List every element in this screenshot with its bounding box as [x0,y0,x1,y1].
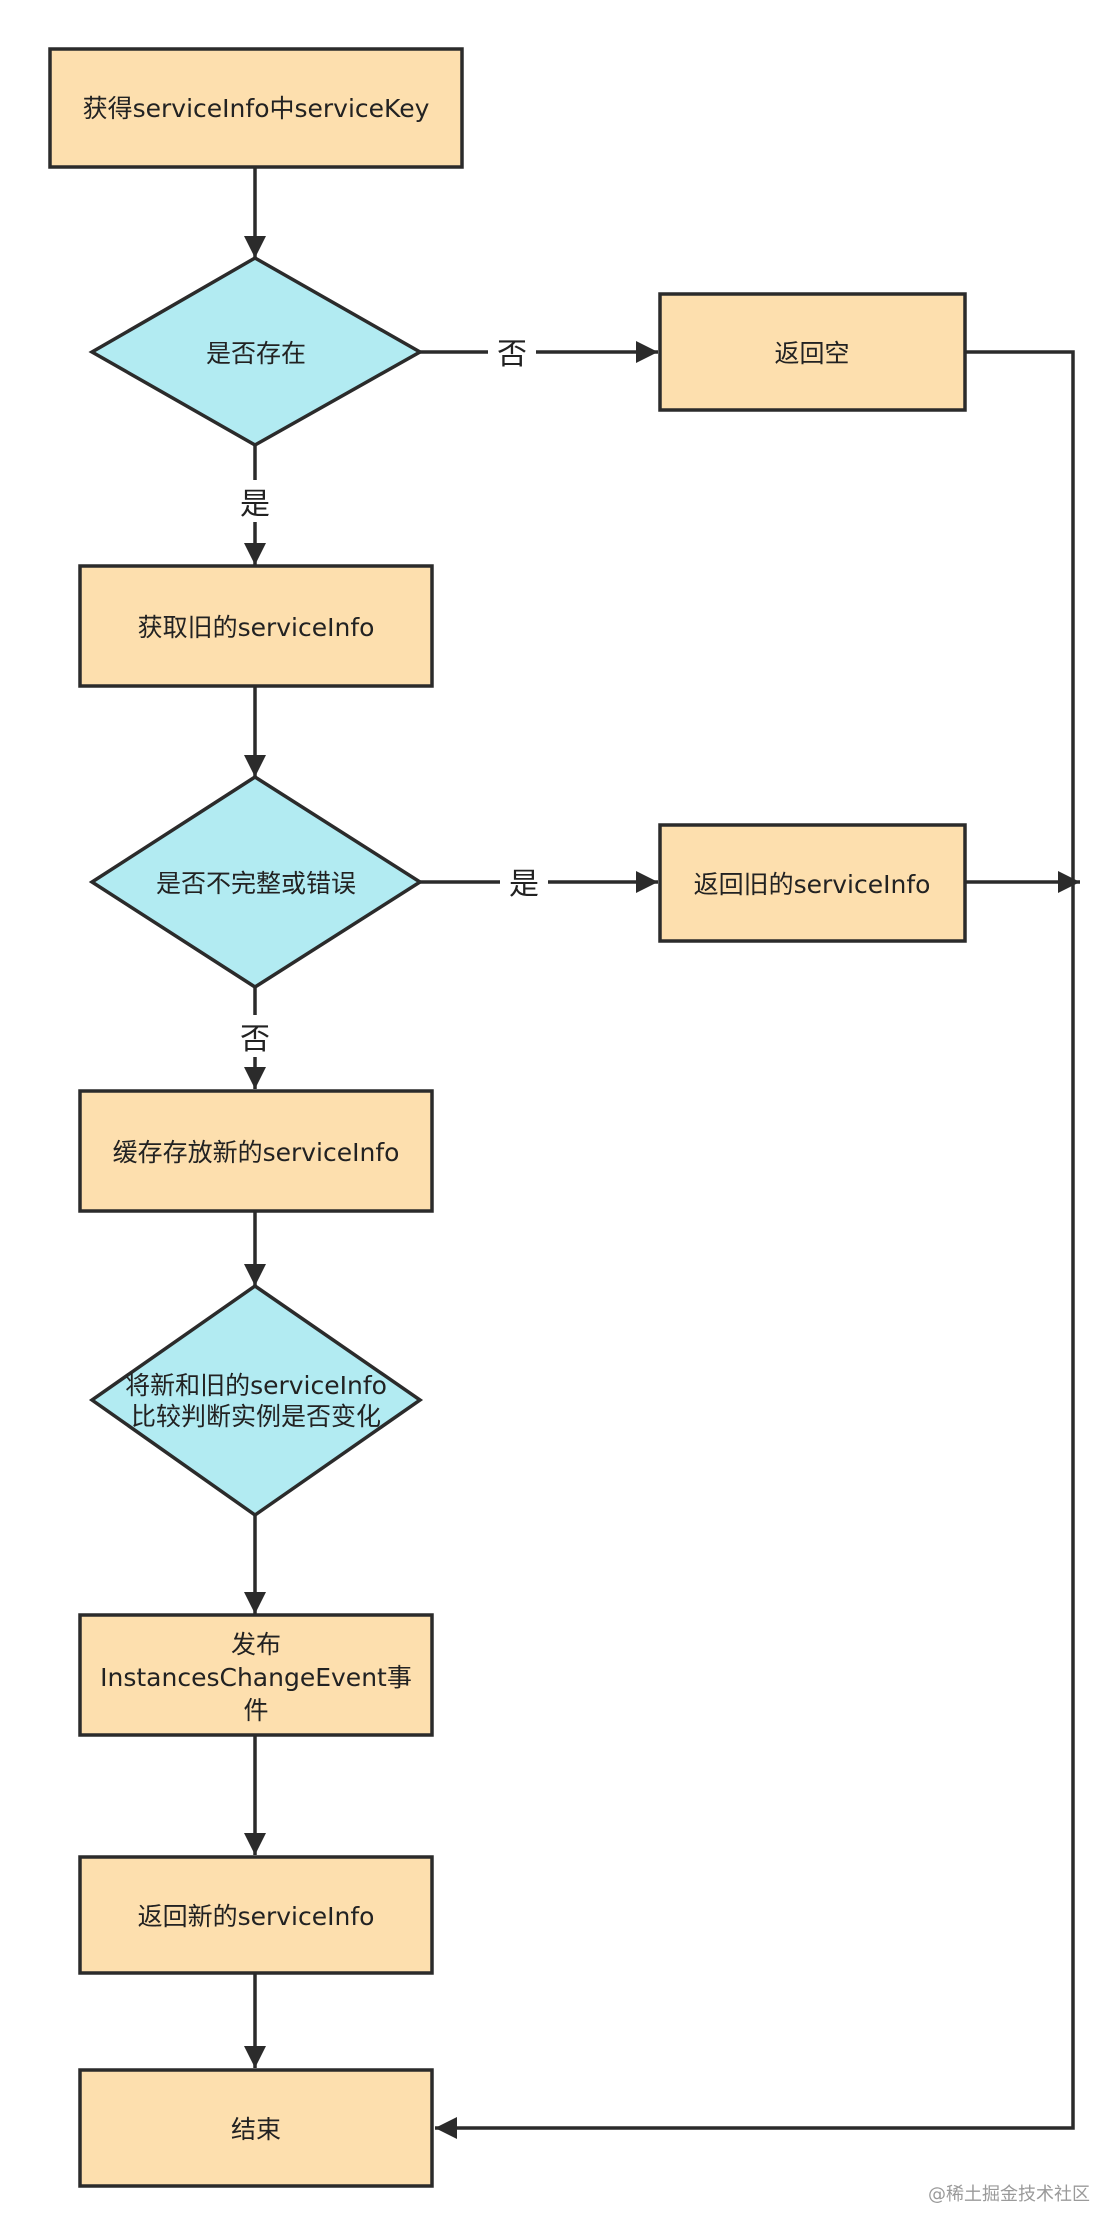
edge-label-incomplete-no: 否 [240,1022,270,1057]
process-box [78,564,434,688]
node-label: 返回新的serviceInfo [138,1902,375,1931]
node-end: 结束 [78,2068,434,2188]
watermark: @稀土掘金技术社区 [928,2184,1090,2205]
process-box [658,292,967,412]
node-label-line-2: InstancesChangeEvent事 [100,1663,412,1692]
node-get-service-key: 获得serviceInfo中serviceKey [48,47,464,169]
node-label: 获取旧的serviceInfo [138,613,375,642]
node-label: 获得serviceInfo中serviceKey [83,94,430,123]
node-return-old-service-info: 返回旧的serviceInfo [658,823,967,943]
node-return-empty: 返回空 [658,292,967,412]
decision-diamond [88,774,424,990]
node-label-line-2: 比较判断实例是否变化 [131,1402,381,1431]
node-label-line-1: 发布 [231,1630,281,1659]
process-box [658,823,967,943]
process-box [78,2068,434,2188]
node-label: 缓存存放新的serviceInfo [113,1138,400,1167]
node-label: 是否存在 [206,339,306,368]
process-box [78,1613,434,1737]
node-label: 返回旧的serviceInfo [694,870,931,899]
node-label-line-1: 将新和旧的serviceInfo [125,1371,387,1400]
decision-diamond [88,255,424,448]
node-label-line-3: 件 [243,1696,268,1725]
node-label: 返回空 [774,339,849,368]
decision-diamond [88,1283,424,1518]
node-exists-check: 是否存在 [88,255,424,448]
process-box [78,1855,434,1975]
edge-label-exists-yes: 是 [240,487,270,522]
edge-label-exists-no: 否 [497,337,527,372]
edge-label-incomplete-yes: 是 [509,867,539,902]
process-box [48,47,464,169]
edge-return-empty-to-end [435,350,1075,2139]
process-box [78,1089,434,1213]
node-label: 结束 [231,2115,281,2144]
node-publish-event: 发布 InstancesChangeEvent事 件 [78,1613,434,1737]
nodes: 获得serviceInfo中serviceKey 是否存在 返回空 获取旧的se… [48,47,967,2188]
node-cache-new-service-info: 缓存存放新的serviceInfo [78,1089,434,1213]
node-get-old-service-info: 获取旧的serviceInfo [78,564,434,688]
edge-labels: 否 是 是 否 [234,330,548,1057]
node-incomplete-check: 是否不完整或错误 [88,774,424,990]
node-return-new-service-info: 返回新的serviceInfo [78,1855,434,1975]
node-label: 是否不完整或错误 [156,869,356,898]
node-compare-check: 将新和旧的serviceInfo 比较判断实例是否变化 [88,1283,424,1518]
